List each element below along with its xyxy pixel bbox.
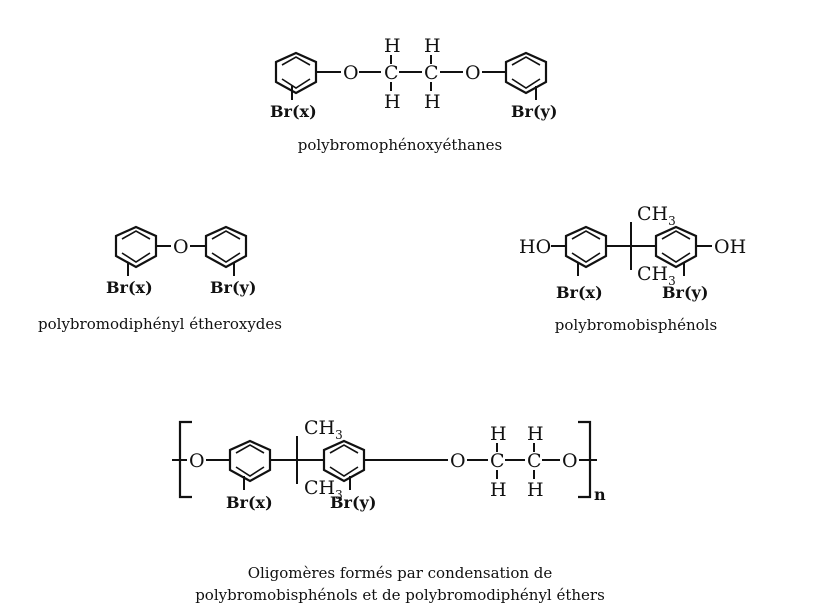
caption-oligomers-line2: polybromobisphénols et de polybromodiphé… (195, 586, 605, 604)
hydrogen-atom: H (490, 479, 507, 501)
structure-phenoxyethane: O C H H C H H O Br(x) Br(y) polybromophé… (270, 35, 557, 154)
benzene-ring (564, 225, 608, 269)
hydroxyl-group: HO (519, 236, 551, 258)
oxygen-atom: O (450, 450, 466, 472)
carbon-atom: C (384, 62, 399, 84)
hydrogen-atom: H (384, 91, 401, 113)
structure-diphenyl-ether: O Br(x) Br(y) polybromodiphényl étheroxy… (38, 225, 282, 333)
bromine-y-label: Br(y) (210, 278, 256, 297)
structure-bisphenol: HO CH3 CH3 OH Br(x) Br(y) polybromobisph… (519, 203, 746, 334)
hydrogen-atom: H (527, 479, 544, 501)
bromine-x-label: Br(x) (106, 278, 153, 297)
benzene-ring (204, 225, 248, 269)
benzene-ring (654, 225, 698, 269)
caption-bisphenols: polybromobisphénols (555, 316, 717, 334)
bromine-x-label: Br(x) (226, 493, 273, 512)
benzene-ring (228, 439, 272, 483)
methyl-group: CH3 (304, 417, 343, 442)
benzene-ring (274, 51, 318, 95)
oxygen-atom: O (343, 62, 359, 84)
bromine-y-label: Br(y) (330, 493, 376, 512)
hydrogen-atom: H (424, 35, 441, 57)
hydrogen-atom: H (424, 91, 441, 113)
benzene-ring (322, 439, 366, 483)
methyl-group: CH3 (637, 263, 676, 288)
bromine-x-label: Br(x) (556, 283, 603, 302)
hydrogen-atom: H (384, 35, 401, 57)
oxygen-atom: O (189, 450, 205, 472)
right-bracket (578, 420, 592, 499)
caption-diphenyl-ethers: polybromodiphényl étheroxydes (38, 315, 282, 333)
methyl-group: CH3 (637, 203, 676, 228)
oxygen-atom: O (173, 236, 189, 258)
hydrogen-atom: H (490, 423, 507, 445)
carbon-atom: C (527, 450, 542, 472)
carbon-atom: C (424, 62, 439, 84)
caption-phenoxyethanes: polybromophénoxyéthanes (298, 136, 502, 154)
structure-oligomer: O CH3 CH3 O C H H C H H O n Br(x) (172, 417, 606, 604)
benzene-ring (504, 51, 548, 95)
benzene-ring (114, 225, 158, 269)
bromine-y-label: Br(y) (511, 102, 557, 121)
carbon-atom: C (490, 450, 505, 472)
caption-oligomers-line1: Oligomères formés par condensation de (248, 564, 553, 582)
hydroxyl-group: OH (714, 236, 746, 258)
oxygen-atom: O (465, 62, 481, 84)
bromine-x-label: Br(x) (270, 102, 317, 121)
oxygen-atom: O (562, 450, 578, 472)
repeat-index-n: n (594, 485, 606, 504)
hydrogen-atom: H (527, 423, 544, 445)
methyl-group: CH3 (304, 477, 343, 502)
bromine-y-label: Br(y) (662, 283, 708, 302)
